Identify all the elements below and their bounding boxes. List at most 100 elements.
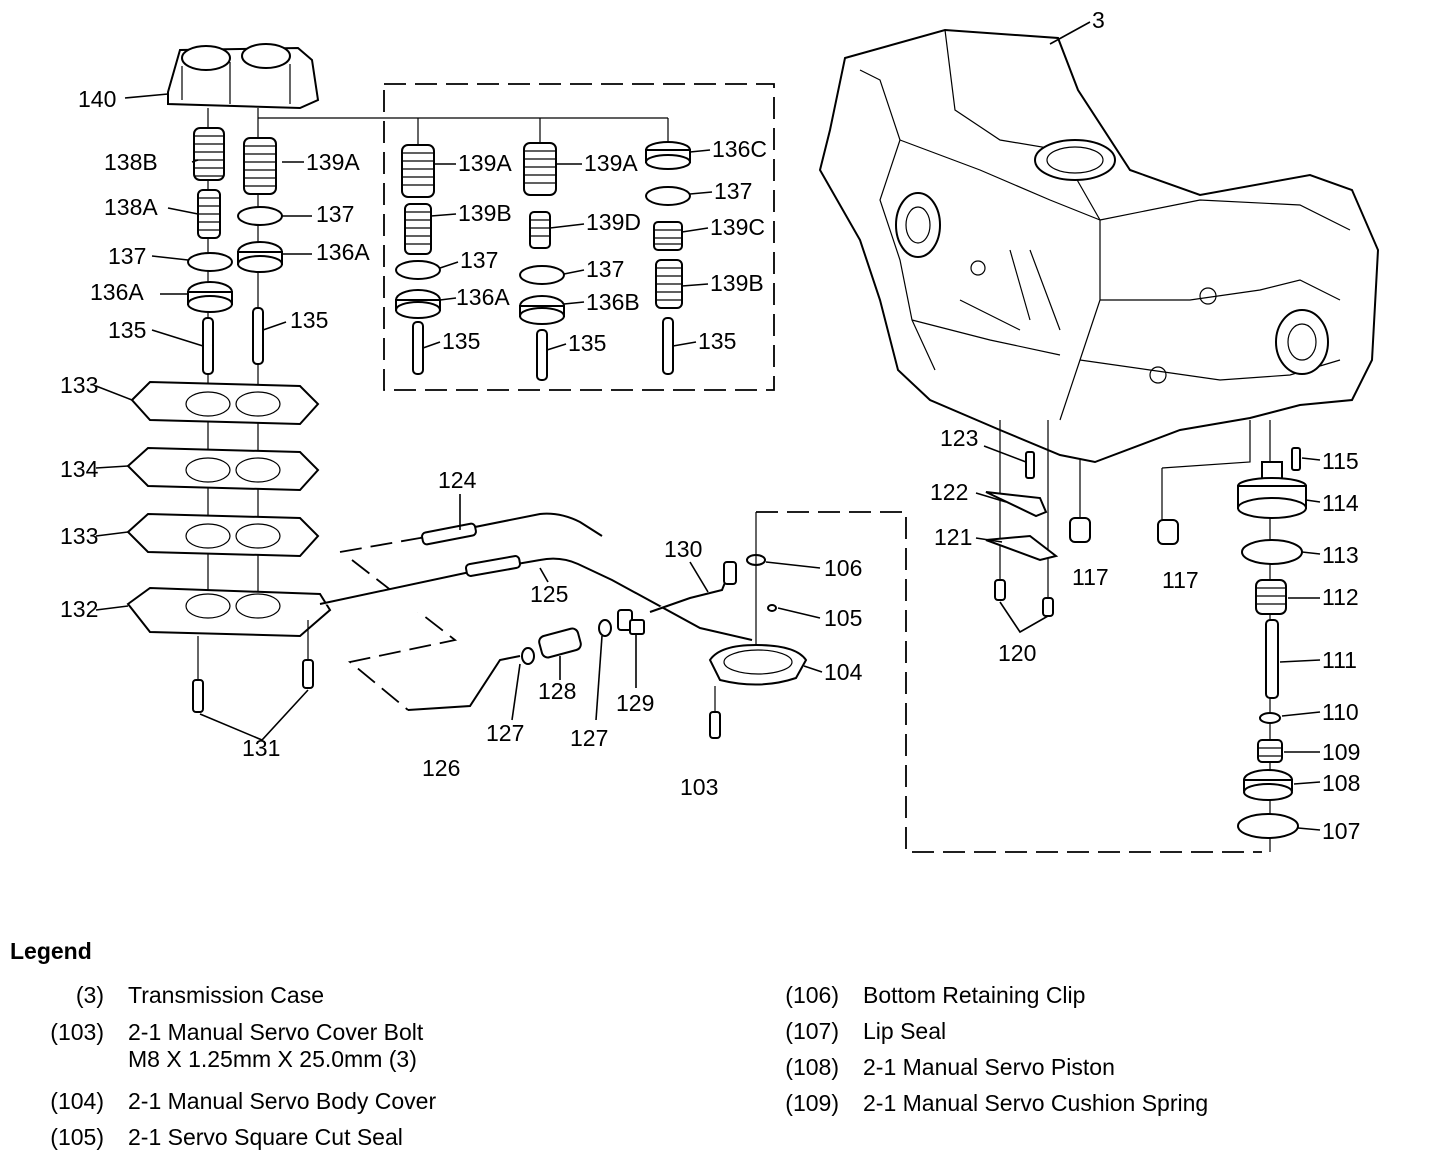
callout-106: 106 <box>824 555 862 581</box>
sleeve-128 <box>538 627 582 659</box>
callout-114: 114 <box>1322 490 1359 516</box>
callout-105: 105 <box>824 605 862 631</box>
callout-132: 132 <box>60 596 98 622</box>
bolt-131-b <box>302 659 314 689</box>
legend-column-right: (106) Bottom Retaining Clip (107) Lip Se… <box>735 982 1455 1158</box>
callout-129: 129 <box>616 690 654 716</box>
callout-135-box-right: 135 <box>698 328 736 354</box>
plug-117-a <box>1069 517 1091 543</box>
callout-139D: 139D <box>586 209 641 235</box>
pin-135-box-left <box>412 321 424 375</box>
legend-item-description: 2-1 Manual Servo Cushion Spring <box>863 1090 1209 1116</box>
callout-136A-box: 136A <box>456 284 510 310</box>
callout-115: 115 <box>1322 448 1359 474</box>
pin-135-box-mid <box>536 329 548 381</box>
legend-column-left: (3) Transmission Case (103) 2-1 Manual S… <box>0 982 720 1158</box>
servo-dashed-outline <box>756 511 1262 853</box>
piston-136A-box <box>395 289 441 319</box>
callout-117-a: 117 <box>1072 564 1109 590</box>
callout-139A-box-mid: 139A <box>584 150 638 176</box>
cushion-spring-109 <box>1257 739 1283 763</box>
callout-120: 120 <box>998 640 1036 666</box>
callout-112: 112 <box>1322 584 1359 610</box>
legend-item-description: 2-1 Manual Servo Piston <box>863 1054 1115 1080</box>
callout-108: 108 <box>1322 770 1360 796</box>
callout-135-left-a: 135 <box>108 317 146 343</box>
clip-110 <box>1259 712 1281 724</box>
callout-139C: 139C <box>710 214 765 240</box>
spring-112 <box>1255 579 1287 615</box>
servo-cover-104 <box>708 643 808 686</box>
valve-variants-dashed-box <box>383 83 775 391</box>
spring-139C <box>653 221 683 251</box>
spring-139B-box <box>404 203 432 255</box>
callout-137-box-left: 137 <box>460 247 498 273</box>
callout-138A: 138A <box>104 194 158 220</box>
bracket-121 <box>985 534 1059 562</box>
spring-139B-box-right <box>655 259 683 309</box>
seal-137-left-b <box>187 252 233 272</box>
callout-111: 111 <box>1322 647 1357 673</box>
legend-item-number: (106) <box>785 982 839 1008</box>
callout-122: 122 <box>930 479 968 505</box>
bracket-122 <box>985 491 1048 518</box>
callout-133-lower: 133 <box>60 523 98 549</box>
spring-138B <box>193 127 225 181</box>
seal-137-box-left <box>395 260 441 280</box>
callout-140: 140 <box>78 86 116 112</box>
callout-136B: 136B <box>586 289 640 315</box>
callout-139B-box-left: 139B <box>458 200 512 226</box>
callout-113: 113 <box>1322 542 1359 568</box>
callout-136A-lower: 136A <box>90 279 144 305</box>
seal-137-left-a <box>237 206 283 226</box>
seal-137-box-right <box>645 186 691 206</box>
pin-135-left-b <box>252 307 264 365</box>
piston-136A-upper <box>237 241 283 273</box>
callout-134: 134 <box>60 456 99 482</box>
callout-137-left-b: 137 <box>108 243 146 269</box>
servo-body-114 <box>1237 461 1307 519</box>
legend-item-description: 2-1 Servo Square Cut Seal <box>128 1124 403 1150</box>
pin-135-left-a <box>202 317 214 375</box>
spring-139A-left <box>243 137 277 195</box>
bolt-120-b <box>1042 597 1054 617</box>
pin-111 <box>1265 619 1279 699</box>
callout-137-box-right: 137 <box>714 178 752 204</box>
spring-139A-box-mid <box>523 142 557 196</box>
callout-110: 110 <box>1322 699 1359 725</box>
exploded-parts-diagram: 3 140 138B 139A 138A 137 137 136A 136A 1… <box>60 7 1380 853</box>
accumulator-housing <box>167 43 320 110</box>
legend-item-description: Bottom Retaining Clip <box>863 982 1086 1008</box>
legend-item-number: (3) <box>75 982 104 1008</box>
seal-127-a <box>521 647 535 665</box>
seal-127-b <box>598 619 612 637</box>
legend-item-number: (105) <box>50 1124 104 1150</box>
callout-117-b: 117 <box>1162 567 1199 593</box>
callout-135-box-left: 135 <box>442 328 480 354</box>
bolt-131-a <box>192 679 204 713</box>
legend-item-number: (107) <box>785 1018 839 1044</box>
callout-139A-left: 139A <box>306 149 360 175</box>
fitting-129 <box>617 609 645 635</box>
callout-139A-box-left: 139A <box>458 150 512 176</box>
tube-126 <box>407 655 521 711</box>
legend-title: Legend <box>10 938 92 964</box>
spring-139D <box>529 211 551 249</box>
callout-121: 121 <box>934 524 972 550</box>
plug-117-b <box>1157 519 1179 545</box>
pin-135-box-right <box>662 317 674 375</box>
pin-123 <box>1025 451 1035 479</box>
callout-104: 104 <box>824 659 863 685</box>
callout-139B-box-right: 139B <box>710 270 764 296</box>
piston-136A-lower <box>187 281 233 313</box>
piston-136B <box>519 295 565 325</box>
legend-item-description: 2-1 Manual Servo Body Cover <box>128 1088 437 1114</box>
callout-124: 124 <box>438 467 477 493</box>
callout-131: 131 <box>242 735 280 761</box>
callout-125: 125 <box>530 581 568 607</box>
bolt-103 <box>709 711 721 739</box>
lip-seal-107 <box>1237 813 1299 839</box>
piston-136C <box>645 141 691 170</box>
seal-137-box-mid <box>519 265 565 285</box>
tube-130 <box>649 569 731 613</box>
